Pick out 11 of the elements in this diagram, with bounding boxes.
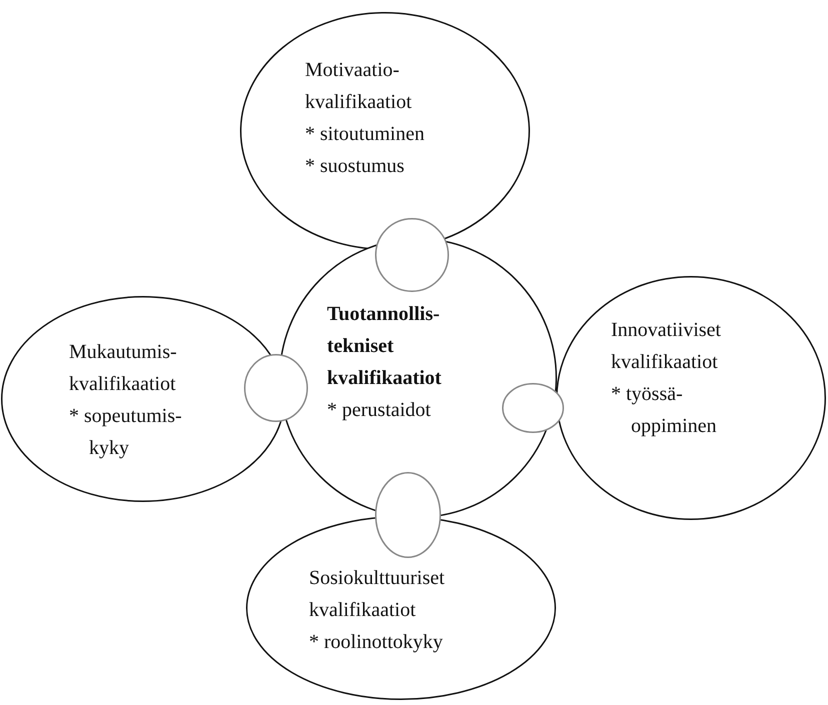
bullet-text: * roolinottokyky (309, 630, 444, 655)
bullet-text: * työssä-oppiminen (611, 382, 718, 439)
heading-text: Sosiokulttuuriset kvalifikaatiot (309, 566, 446, 623)
bullet-text: * sitoutuminen (305, 122, 426, 147)
heading-text: Tuotannollis-tekniset kvalifikaatiot (327, 302, 442, 391)
bullet-text: * suostumus (305, 154, 406, 179)
bullet-text: * sopeutumis-kyky (69, 404, 183, 461)
heading-text: Motivaatio-kvalifikaatiot (305, 58, 413, 115)
heading-text: Innovatiiviset kvalifikaatiot (611, 318, 722, 375)
heading-text: Mukautumis-kvalifikaatiot (69, 340, 178, 397)
bullet-text: * perustaidot (327, 398, 432, 423)
